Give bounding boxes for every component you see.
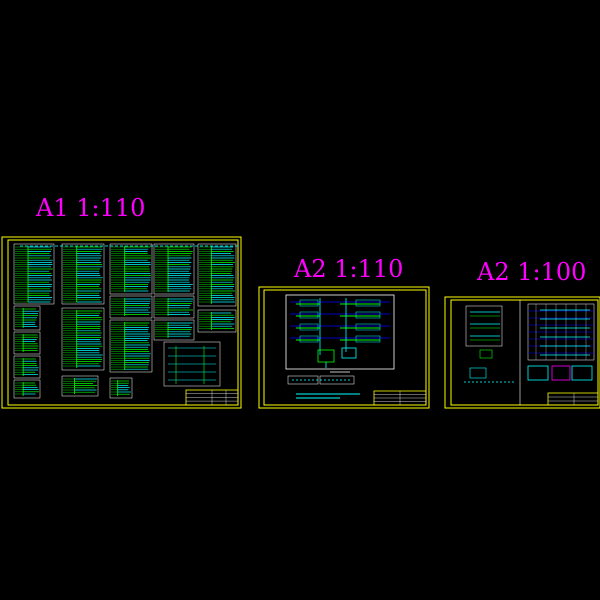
distribution-panel-frame <box>13 243 55 305</box>
sheet-a1-outer-frame <box>1 236 242 409</box>
floor-panel <box>299 311 319 319</box>
distribution-panel-frame <box>61 375 99 397</box>
sheet-a1-scale-label: A1 1:110 <box>36 194 146 222</box>
floor-panel <box>355 323 381 331</box>
floor-panel <box>299 335 319 343</box>
sheet-a2-first-scale-label: A2 1:110 <box>294 255 404 283</box>
distribution-panel-frame <box>197 243 237 307</box>
distribution-panel-frame <box>61 243 105 305</box>
sheet-a2-second-drawing <box>444 296 600 409</box>
sheet-a2-second-inner-frame <box>450 299 599 406</box>
distribution-panel-frame <box>153 295 195 319</box>
device-symbol <box>469 367 487 379</box>
sheet-a2-second-outer-frame <box>444 296 600 409</box>
distribution-panel-frame <box>109 377 133 399</box>
sheet-a2-second-schematic <box>464 303 595 383</box>
sheet-a2-second-title-block-lines <box>548 393 598 405</box>
distribution-panel-frame <box>109 243 153 295</box>
transformer-box <box>341 347 357 359</box>
floor-panel <box>299 323 319 331</box>
sheet-a2-first-schematic <box>287 298 390 399</box>
sheet-a2-first-drawing <box>258 286 430 409</box>
sheet-a2-first-inner-frame <box>263 289 427 406</box>
distribution-panel-frame <box>153 319 195 341</box>
floor-panel <box>355 335 381 343</box>
panel-elevation-frame <box>465 305 503 347</box>
distribution-panel-frame <box>109 295 153 319</box>
distribution-panel-frame <box>13 379 41 399</box>
sheet-a2-second-scale-label: A2 1:100 <box>477 258 587 286</box>
sheet-a2-second-title-block <box>547 392 599 406</box>
floor-panel <box>355 311 381 319</box>
distribution-panel-frame <box>13 305 41 331</box>
sheet-a2-first-title-block-lines <box>374 391 426 405</box>
device-symbol <box>479 349 493 359</box>
sheet-a1-title-block-lines <box>186 390 238 405</box>
sheet-a2-first-outer-frame <box>258 286 430 409</box>
legend-block <box>527 365 549 381</box>
distribution-panel-frame <box>109 319 153 373</box>
control-diagram-frame <box>163 341 221 387</box>
legend-block <box>551 365 571 381</box>
sheet-a1-inner-frame <box>7 239 239 406</box>
distribution-panel-frame <box>197 309 237 333</box>
distribution-panel-frame <box>61 307 105 371</box>
sheet-a2-first-diagram-border <box>285 294 395 370</box>
floor-panel <box>355 299 381 307</box>
sheet-a1-drawing <box>1 236 242 409</box>
legend-block <box>571 365 593 381</box>
distribution-panel-frame <box>13 355 41 379</box>
sheet-a1-schematics <box>13 243 238 399</box>
floor-panel <box>299 299 319 307</box>
distribution-panel-frame <box>13 331 41 355</box>
distribution-panel-frame <box>153 243 195 295</box>
